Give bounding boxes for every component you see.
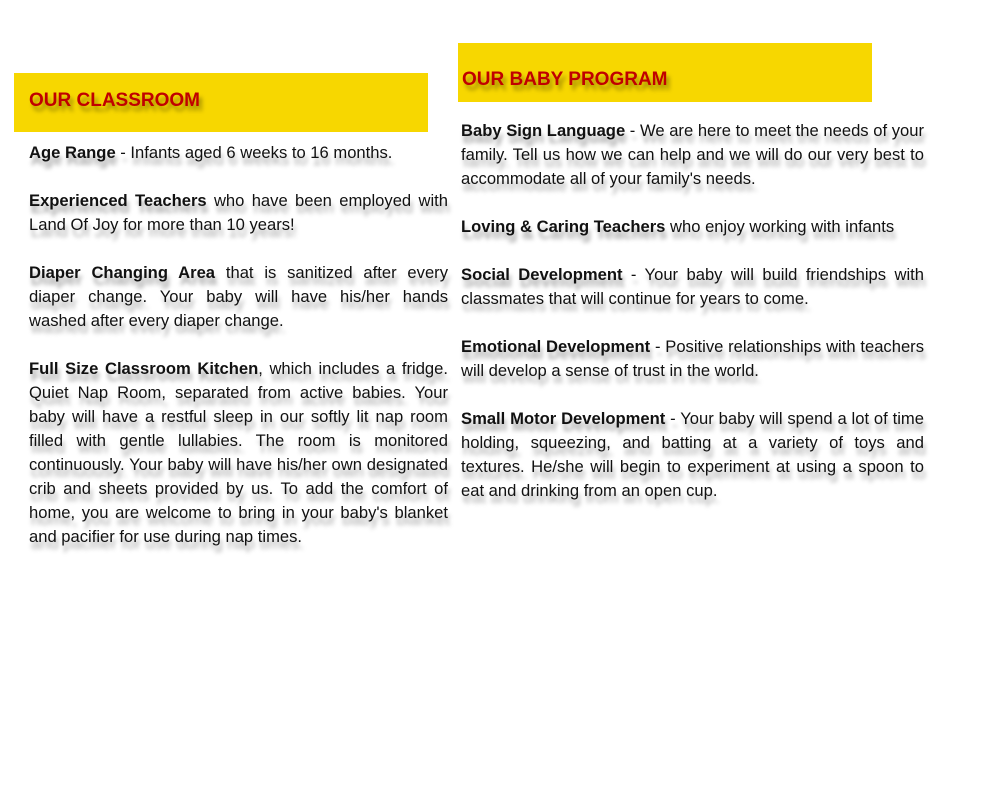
item-text: that is sanitized after every diaper cha… [29,263,448,330]
item-text: - Infants aged 6 weeks to 16 months. [115,143,393,162]
item-title: Emotional Development [461,337,651,356]
item-title: Loving & Caring Teachers [461,217,666,236]
classroom-item: Experienced Teachers who have been emplo… [29,189,448,237]
classroom-banner: OUR CLASSROOM [14,73,428,132]
program-item: Baby Sign Language - We are here to meet… [461,119,924,191]
item-title: Baby Sign Language [461,121,626,140]
program-column: Baby Sign Language - We are here to meet… [461,119,924,527]
item-title: Diaper Changing Area [29,263,216,282]
classroom-column: Age Range - Infants aged 6 weeks to 16 m… [29,141,448,573]
item-title: Age Range [29,143,116,162]
program-item: Emotional Development - Positive relatio… [461,335,924,383]
item-title: Social Development [461,265,623,284]
classroom-item: Full Size Classroom Kitchen, which inclu… [29,357,448,549]
program-item: Loving & Caring Teachers who enjoy worki… [461,215,924,239]
classroom-heading: OUR CLASSROOM [29,90,200,111]
item-text: , which includes a fridge. Quiet Nap Roo… [29,359,448,546]
program-item: Social Development - Your baby will buil… [461,263,924,311]
program-banner: OUR BABY PROGRAM [458,43,872,102]
item-text: - Positive relationships with teachers w… [461,337,925,380]
item-text: - Your baby will build friendships with … [461,265,924,308]
item-text: who have been employed with Land Of Joy … [29,191,448,234]
program-item: Small Motor Development - Your baby will… [461,407,924,503]
classroom-item: Diaper Changing Area that is sanitized a… [29,261,448,333]
item-title: Experienced Teachers [29,191,207,210]
item-title: Small Motor Development [461,409,666,428]
item-text: - We are here to meet the needs of your … [461,121,924,188]
item-title: Full Size Classroom Kitchen [29,359,259,378]
item-text: who enjoy working with infants [665,217,895,236]
classroom-item: Age Range - Infants aged 6 weeks to 16 m… [29,141,448,165]
program-heading: OUR BABY PROGRAM [462,69,668,90]
item-text: - Your baby will spend a lot of time hol… [461,409,924,500]
